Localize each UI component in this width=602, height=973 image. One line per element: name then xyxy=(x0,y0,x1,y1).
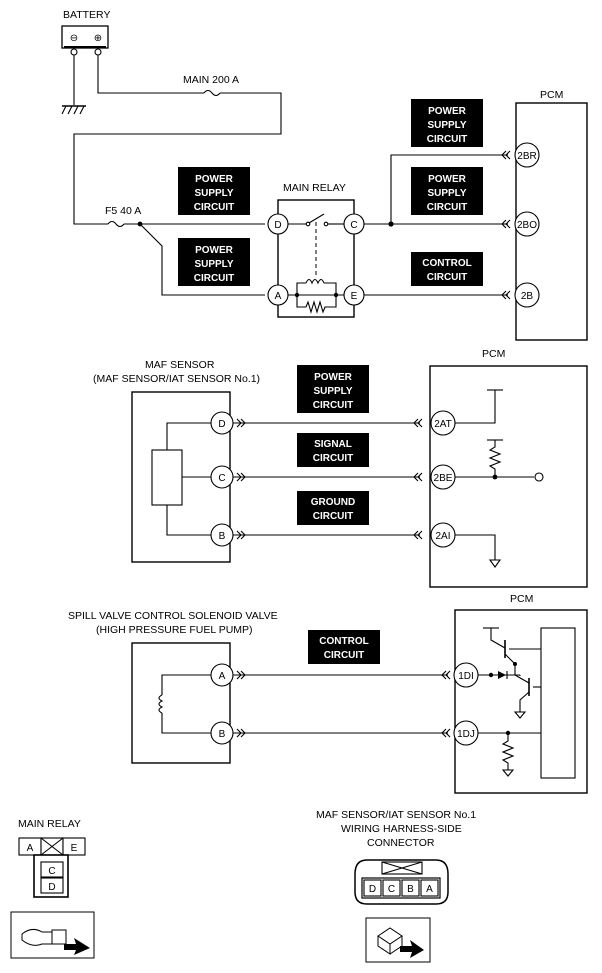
pcm-spill-label: PCM xyxy=(510,593,533,605)
label-power-supply-maf: POWER SUPPLY CIRCUIT xyxy=(297,365,369,413)
svg-text:CONTROL: CONTROL xyxy=(422,258,471,269)
pcm-pin-2b xyxy=(514,282,540,308)
svg-text:CIRCUIT: CIRCUIT xyxy=(324,650,365,661)
maf-connector-view-icon xyxy=(365,917,431,963)
label-control-circuit-top: CONTROL CIRCUIT xyxy=(411,252,483,286)
svg-text:2AT: 2AT xyxy=(434,419,452,430)
svg-text:POWER: POWER xyxy=(195,174,234,185)
svg-text:CIRCUIT: CIRCUIT xyxy=(194,273,235,284)
svg-text:CIRCUIT: CIRCUIT xyxy=(313,453,354,464)
svg-text:CIRCUIT: CIRCUIT xyxy=(313,511,354,522)
svg-text:A: A xyxy=(219,671,226,682)
fuse-main-label: MAIN 200 A xyxy=(183,74,239,86)
spill-valve-sublabel: (HIGH PRESSURE FUEL PUMP) xyxy=(96,624,253,636)
pcm-maf: PCM 2AT 2BE 2AI xyxy=(429,348,588,588)
svg-text:A: A xyxy=(275,291,282,302)
pcm-top-label: PCM xyxy=(540,89,563,101)
maf-sensor: D C B xyxy=(131,391,234,563)
svg-text:SUPPLY: SUPPLY xyxy=(427,120,466,131)
svg-text:A: A xyxy=(27,843,34,854)
svg-text:A: A xyxy=(426,884,433,895)
fuse-f5-label: F5 40 A xyxy=(105,205,141,217)
svg-text:CIRCUIT: CIRCUIT xyxy=(313,400,354,411)
pcm-maf-label: PCM xyxy=(482,348,505,360)
svg-text:CIRCUIT: CIRCUIT xyxy=(427,202,468,213)
svg-text:POWER: POWER xyxy=(428,174,467,185)
svg-text:B: B xyxy=(219,729,226,740)
svg-text:C: C xyxy=(48,866,55,877)
svg-text:D: D xyxy=(369,884,376,895)
pcm-pin-2br xyxy=(514,142,540,168)
label-signal-circuit: SIGNAL CIRCUIT xyxy=(297,433,369,467)
fuse-main-symbol xyxy=(203,89,221,97)
main-relay-view-icon xyxy=(10,911,95,959)
maf-sensor-label: MAF SENSOR xyxy=(145,359,215,371)
maf-connector: D C B A xyxy=(354,859,449,905)
svg-text:2BO: 2BO xyxy=(517,220,537,231)
main-relay-connector-title: MAIN RELAY xyxy=(18,818,81,830)
svg-text:D: D xyxy=(218,419,225,430)
svg-text:2BR: 2BR xyxy=(517,151,536,162)
svg-text:CIRCUIT: CIRCUIT xyxy=(427,272,468,283)
svg-text:E: E xyxy=(71,843,78,854)
pcm-pin-2bo xyxy=(514,211,540,237)
maf-connector-title-2: WIRING HARNESS-SIDE xyxy=(341,823,462,835)
spill-valve: A B xyxy=(131,642,234,764)
svg-text:SUPPLY: SUPPLY xyxy=(194,188,233,199)
label-power-supply-3: POWER SUPPLY CIRCUIT xyxy=(411,99,483,147)
svg-text:CONTROL: CONTROL xyxy=(319,636,368,647)
svg-text:B: B xyxy=(407,884,414,895)
svg-text:CIRCUIT: CIRCUIT xyxy=(427,134,468,145)
svg-text:E: E xyxy=(351,291,358,302)
battery-minus-terminal: ⊖ xyxy=(70,33,78,44)
main-relay-connector: A E C D xyxy=(18,837,86,898)
label-power-supply-4: POWER SUPPLY CIRCUIT xyxy=(411,167,483,215)
maf-connector-title-3: CONNECTOR xyxy=(367,837,435,849)
svg-text:2BE: 2BE xyxy=(434,473,453,484)
svg-text:C: C xyxy=(388,884,395,895)
svg-text:C: C xyxy=(350,220,357,231)
svg-text:1DJ: 1DJ xyxy=(457,729,475,740)
svg-text:B: B xyxy=(219,531,226,542)
maf-connector-title-1: MAF SENSOR/IAT SENSOR No.1 xyxy=(316,809,476,821)
pcm-spill: PCM 1DI 1DJ xyxy=(453,593,588,794)
battery-plus-terminal: ⊕ xyxy=(94,33,102,44)
svg-text:SUPPLY: SUPPLY xyxy=(194,259,233,270)
fuse-f5-symbol xyxy=(107,220,125,228)
svg-text:POWER: POWER xyxy=(314,372,353,383)
battery: BATTERY ⊖ ⊕ xyxy=(61,9,110,56)
svg-text:GROUND: GROUND xyxy=(311,497,355,508)
svg-text:POWER: POWER xyxy=(428,106,467,117)
svg-text:SUPPLY: SUPPLY xyxy=(313,386,352,397)
pcm-top: PCM 2BR 2BO 2B xyxy=(514,89,588,341)
svg-text:POWER: POWER xyxy=(195,245,234,256)
svg-text:D: D xyxy=(48,882,55,893)
main-relay-label: MAIN RELAY xyxy=(283,182,346,194)
svg-text:CIRCUIT: CIRCUIT xyxy=(194,202,235,213)
label-power-supply-1: POWER SUPPLY CIRCUIT xyxy=(178,167,250,215)
label-control-circuit-spill: CONTROL CIRCUIT xyxy=(308,630,380,664)
svg-text:2B: 2B xyxy=(521,291,534,302)
label-ground-circuit: GROUND CIRCUIT xyxy=(297,491,369,525)
spill-valve-label: SPILL VALVE CONTROL SOLENOID VALVE xyxy=(68,610,278,622)
svg-text:D: D xyxy=(274,220,281,231)
maf-sensor-sublabel: (MAF SENSOR/IAT SENSOR No.1) xyxy=(93,373,260,385)
ground-symbol xyxy=(61,55,86,115)
svg-text:1DI: 1DI xyxy=(458,671,474,682)
svg-text:SUPPLY: SUPPLY xyxy=(427,188,466,199)
svg-text:SIGNAL: SIGNAL xyxy=(314,439,352,450)
label-power-supply-2: POWER SUPPLY CIRCUIT xyxy=(178,238,250,286)
svg-text:C: C xyxy=(218,473,225,484)
svg-text:2AI: 2AI xyxy=(435,531,450,542)
main-relay: MAIN RELAY D C A E xyxy=(267,182,365,318)
battery-label: BATTERY xyxy=(63,9,110,21)
